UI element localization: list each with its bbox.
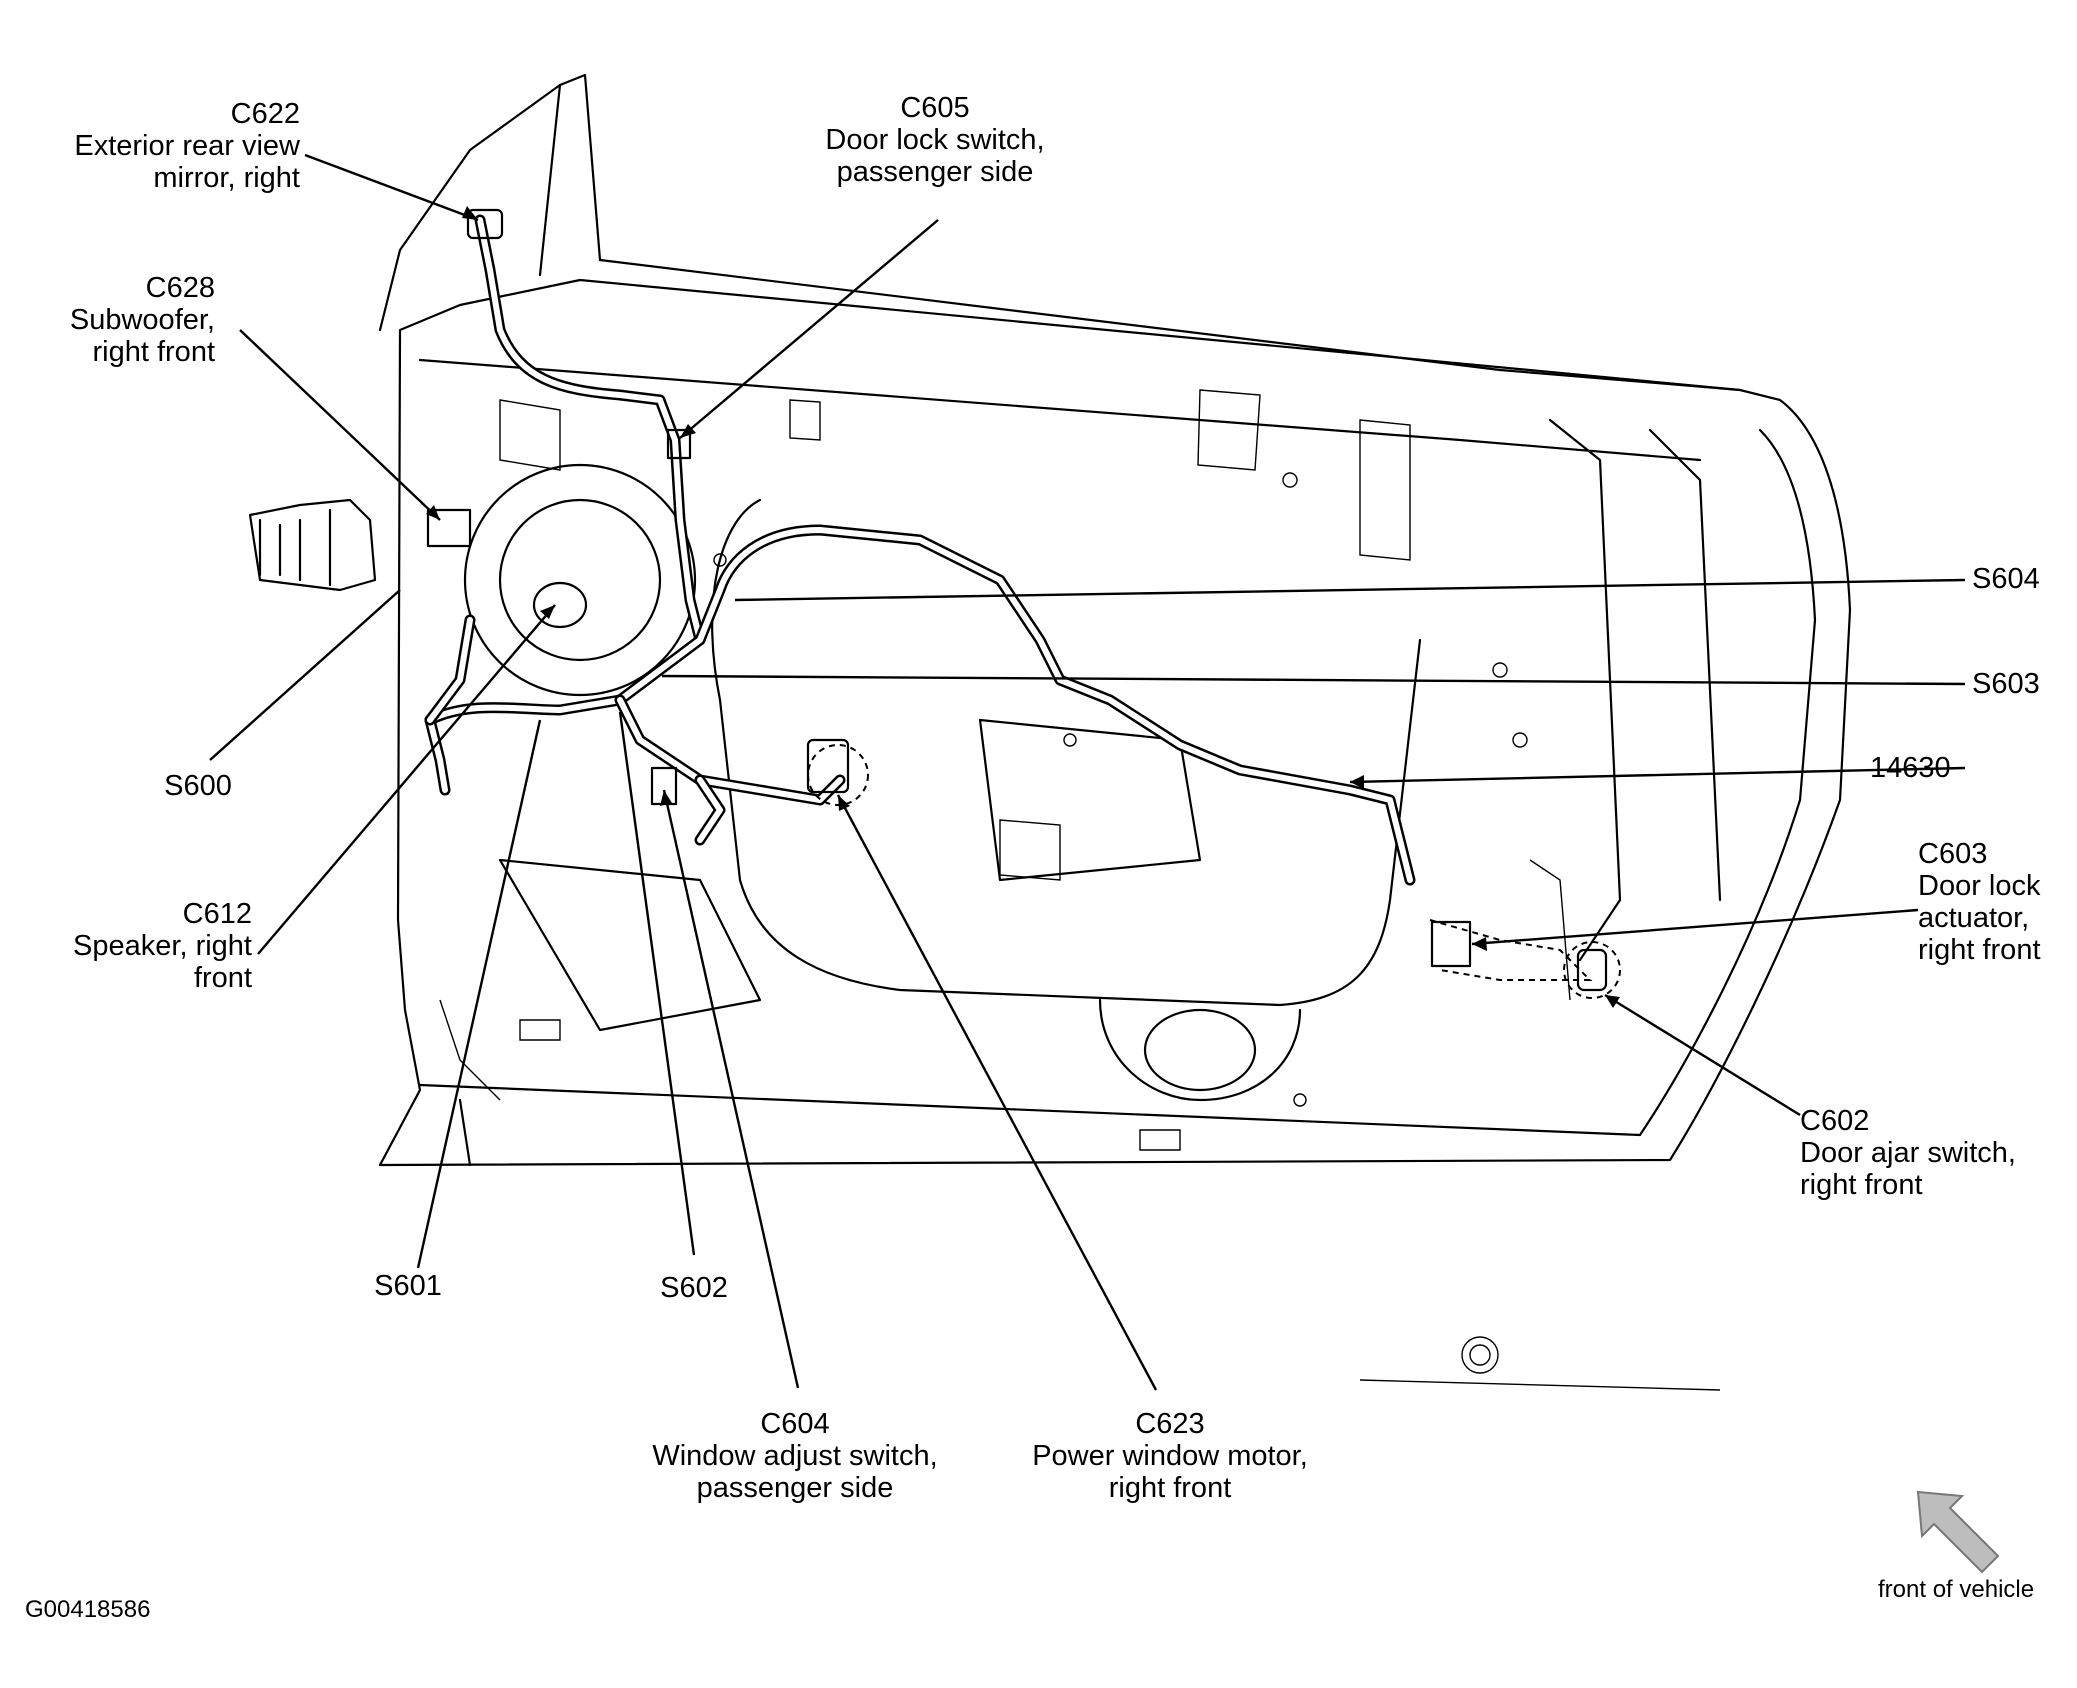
label-c605-code: C605 — [900, 92, 970, 124]
label-s602: S602 — [634, 1272, 754, 1304]
label-c605-line2: passenger side — [836, 156, 1034, 188]
label-s600-code: S600 — [164, 770, 232, 802]
label-c612: C612 Speaker, right front — [73, 898, 252, 994]
label-c628-line1: Subwoofer, — [69, 304, 215, 336]
connector-c605 — [666, 428, 692, 460]
label-c623: C623 Power window motor, right front — [1000, 1408, 1340, 1504]
label-c612-code: C612 — [182, 898, 252, 930]
label-c628: C628 Subwoofer, right front — [70, 272, 215, 368]
label-harness-code: 14630 — [1870, 752, 1951, 784]
label-c603-line1: Door lock — [1918, 870, 2041, 902]
label-c605-line1: Door lock switch, — [825, 124, 1045, 156]
orientation-caption: front of vehicle — [1878, 1576, 2035, 1603]
connector-c628-subwoofer — [426, 508, 472, 548]
label-c628-line2: right front — [92, 336, 216, 368]
arrow-up-left-icon — [1916, 1490, 2000, 1574]
connector-c602 — [1563, 941, 1621, 999]
label-s603: S603 — [1972, 668, 2040, 700]
side-mirror-module — [248, 498, 377, 592]
label-c622: C622 Exterior rear view mirror, right — [74, 98, 300, 194]
label-c604-line2: passenger side — [696, 1472, 894, 1504]
label-s601-code: S601 — [374, 1270, 442, 1302]
connector-c623 — [806, 738, 869, 806]
label-s601: S601 — [348, 1270, 468, 1302]
label-c603-line3: right front — [1918, 934, 2041, 966]
label-c602-code: C602 — [1800, 1105, 1870, 1137]
label-c623-line1: Power window motor, — [1032, 1440, 1308, 1472]
door-panel — [378, 73, 1852, 1391]
label-c622-line1: Exterior rear view — [74, 130, 300, 162]
label-c603-code: C603 — [1918, 838, 1988, 870]
label-c603: C603 Door lock actuator, right front — [1918, 838, 2041, 966]
label-c623-code: C623 — [1135, 1408, 1205, 1440]
label-c603-line2: actuator, — [1918, 902, 2030, 934]
wiring-harness-14630 — [424, 214, 1416, 886]
label-c604-line1: Window adjust switch, — [652, 1440, 938, 1472]
label-s602-code: S602 — [660, 1272, 728, 1304]
label-c612-line1: Speaker, right — [73, 930, 252, 962]
label-c604: C604 Window adjust switch, passenger sid… — [620, 1408, 970, 1504]
connector-c603 — [1429, 919, 1593, 981]
connector-c612-speaker — [532, 581, 588, 629]
label-c602: C602 Door ajar switch, right front — [1800, 1105, 2016, 1201]
label-c612-line2: front — [193, 962, 252, 994]
label-c622-line2: mirror, right — [153, 162, 300, 194]
label-c628-code: C628 — [145, 272, 215, 304]
label-s603-code: S603 — [1972, 668, 2040, 700]
label-c605: C605 Door lock switch, passenger side — [815, 92, 1055, 188]
label-harness-14630: 14630 — [1870, 752, 1951, 784]
label-c623-line2: right front — [1108, 1472, 1232, 1504]
label-c622-code: C622 — [230, 98, 300, 130]
speaker — [463, 463, 697, 697]
label-c602-line1: Door ajar switch, — [1800, 1137, 2016, 1169]
leader-lines — [209, 153, 1966, 1391]
label-c602-line2: right front — [1800, 1169, 1923, 1201]
label-s604-code: S604 — [1972, 563, 2040, 595]
figure-id: G00418586 — [25, 1596, 151, 1623]
connector-c622-mirror — [466, 208, 504, 240]
label-s604: S604 — [1972, 563, 2040, 595]
label-c604-code: C604 — [760, 1408, 830, 1440]
label-s600: S600 — [138, 770, 258, 802]
